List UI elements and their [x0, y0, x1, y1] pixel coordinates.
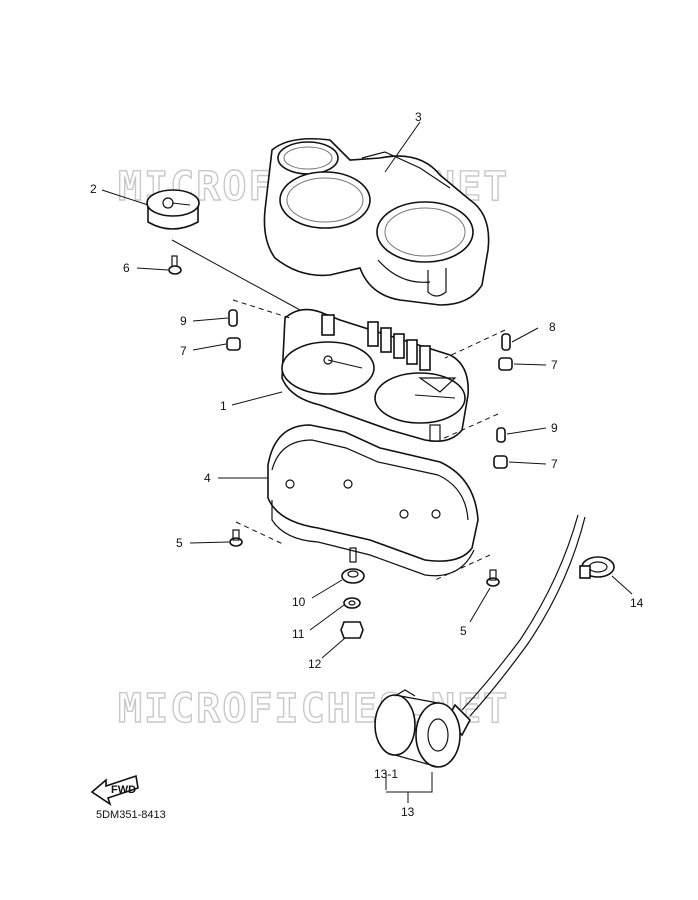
part-10-damper[interactable] — [341, 547, 365, 584]
callout-1: 1 — [220, 399, 227, 413]
leader-12 — [321, 637, 346, 659]
callout-4: 4 — [204, 471, 211, 485]
fwd-label: FWD — [111, 784, 136, 796]
callout-9-left: 9 — [180, 314, 187, 328]
part-7-nut-right-bottom[interactable] — [493, 455, 508, 469]
callout-9-right: 9 — [551, 421, 558, 435]
part-12-nut[interactable] — [340, 621, 364, 639]
callout-11: 11 — [292, 627, 305, 641]
leader-7-right-bottom — [508, 461, 547, 465]
part-9-grommet-right[interactable] — [496, 427, 506, 443]
leader-13-bracket — [386, 772, 433, 793]
part-7-nut-left[interactable] — [226, 337, 241, 351]
leader-5-right — [469, 587, 491, 623]
callout-8: 8 — [549, 320, 556, 334]
callout-5-right: 5 — [460, 624, 467, 638]
part-14-clamp[interactable] — [579, 556, 615, 579]
leader-8 — [511, 327, 539, 343]
guide-9-left — [232, 299, 291, 319]
callout-7-right-top: 7 — [551, 358, 558, 372]
callout-12: 12 — [308, 657, 322, 671]
leader-3 — [384, 121, 421, 173]
guide-8 — [444, 329, 506, 359]
part-7-nut-right-top[interactable] — [498, 357, 513, 371]
part-2-cap[interactable] — [146, 189, 200, 230]
leader-5-left — [189, 541, 230, 544]
leader-7-right-top — [513, 363, 547, 366]
drawing-code: 5DM351-8413 — [96, 809, 166, 821]
guide-9-right — [439, 413, 499, 441]
guide-5-right — [434, 554, 491, 581]
part-11-washer[interactable] — [343, 597, 361, 609]
leader-11 — [309, 604, 345, 631]
part-5-screw-right[interactable] — [486, 569, 500, 587]
part-9-grommet-left[interactable] — [228, 309, 238, 327]
leader-1 — [231, 391, 283, 406]
fwd-arrow-icon: FWD — [90, 774, 139, 806]
leader-10 — [311, 579, 343, 599]
guide-5-left — [235, 521, 286, 546]
part-1-meter-assembly[interactable] — [281, 308, 469, 443]
part-5-screw-left[interactable] — [229, 529, 243, 547]
callout-2: 2 — [90, 182, 97, 196]
callout-13: 13 — [401, 805, 415, 819]
leader-9-right — [506, 427, 547, 435]
part-3-meter-cover[interactable] — [263, 137, 490, 306]
callout-10: 10 — [292, 595, 306, 609]
callout-14: 14 — [630, 596, 644, 610]
leader-14 — [611, 575, 633, 595]
callout-5-left: 5 — [176, 536, 183, 550]
callout-13-1: 13-1 — [374, 767, 398, 781]
part-8-grommet[interactable] — [501, 333, 511, 351]
leader-9-left — [192, 317, 229, 322]
part-13-1-gear-unit[interactable] — [374, 689, 461, 768]
callout-6: 6 — [123, 261, 130, 275]
part-6-screw[interactable] — [168, 255, 182, 275]
callout-7-left: 7 — [180, 344, 187, 358]
part-4-lower-case[interactable] — [267, 424, 479, 577]
callout-7-right-bottom: 7 — [551, 457, 558, 471]
leader-7-left — [192, 343, 227, 351]
callout-3: 3 — [415, 110, 422, 124]
leader-6 — [136, 267, 169, 271]
leader-cap-to-unit — [171, 239, 301, 311]
leader-2 — [101, 189, 149, 206]
